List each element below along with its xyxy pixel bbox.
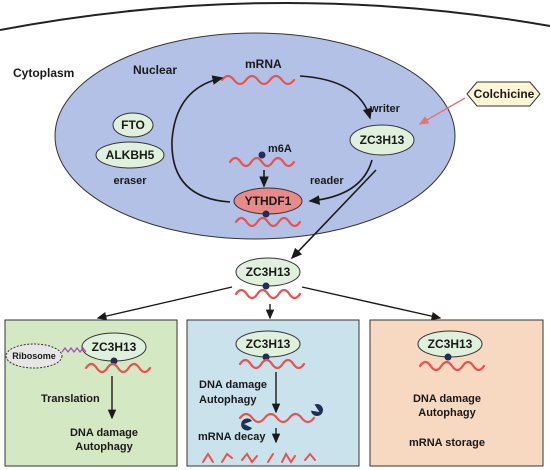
pacman-right [311,404,324,416]
m6a-dot-middle [262,353,270,361]
arrow-eraser-to-mrna [171,75,231,203]
mrna-strand-cleaved [238,412,316,424]
reader-label: reader [310,175,344,187]
zc3h13-cytoplasm-label: ZC3H13 [246,265,291,279]
m6a-dot-left [110,357,118,365]
middle-step-label: mRNA decay [198,431,266,443]
m6a-dot [258,151,266,159]
panel-storage [369,319,544,467]
cytoplasm-label: Cytoplasm [13,66,74,80]
mrna-label: mRNA [245,57,282,71]
colchicine-arrow [418,97,466,125]
rna-fragments [202,451,316,464]
cell-membrane [0,2,550,31]
colchicine-label: Colchicine [474,87,535,101]
zc3h13-writer [349,124,415,156]
right-outcome-line1: DNA damage [413,393,481,405]
alkbh5-label: ALKBH5 [106,148,155,162]
right-step-label: mRNA storage [409,437,485,449]
panel-left-zc3h13-label: ZC3H13 [92,340,137,354]
ribosome [5,343,63,369]
arrow-to-right-panel [301,286,442,321]
pacman-left [241,418,252,431]
left-outcome-line2: Autophagy [75,441,133,453]
m6a-dot-cytoplasm [262,282,270,290]
nuclear-label: Nuclear [133,63,177,77]
panel-middle-zc3h13-label: ZC3H13 [246,337,291,351]
ribosome-label: Ribosome [12,351,56,361]
nucleus [54,32,456,240]
right-outcome-line2: Autophagy [418,407,476,419]
mrna-strand-m6a [228,156,296,168]
ythdf1-label: YTHDF1 [245,194,292,208]
middle-outcome-line2: Autophagy [199,394,257,406]
writer-label: writer [369,103,401,115]
m6a-label: m6A [268,143,292,155]
colchicine-box [466,81,541,107]
middle-outcome-line1: DNA damage [199,379,267,391]
peptide-chain [61,347,87,353]
m6a-dot-right [444,353,452,361]
zc3h13-writer-label: ZC3H13 [360,133,405,147]
fto-label: FTO [121,118,145,132]
arrow-nucleus-to-cytoplasm [290,169,377,260]
mrna-strand-right [418,360,486,372]
left-step-label: Translation [41,393,100,405]
arrow-to-left-panel [96,286,233,321]
mrna-strand-cytoplasm [234,288,302,300]
mrna-strand-middle [238,358,306,370]
alkbh5-node [95,141,165,169]
panel-right-zc3h13-label: ZC3H13 [428,337,473,351]
left-outcome-line1: DNA damage [70,427,138,439]
arrow-mrna-to-writer [299,75,373,120]
fto-node [112,112,154,138]
arrow-writer-to-reader [308,159,373,205]
mrna-strand-top [220,74,296,86]
mrna-strand-left [84,362,152,374]
m6a-dot-reader [262,210,270,218]
mrna-strand-reader [234,216,302,228]
eraser-label: eraser [113,175,147,187]
